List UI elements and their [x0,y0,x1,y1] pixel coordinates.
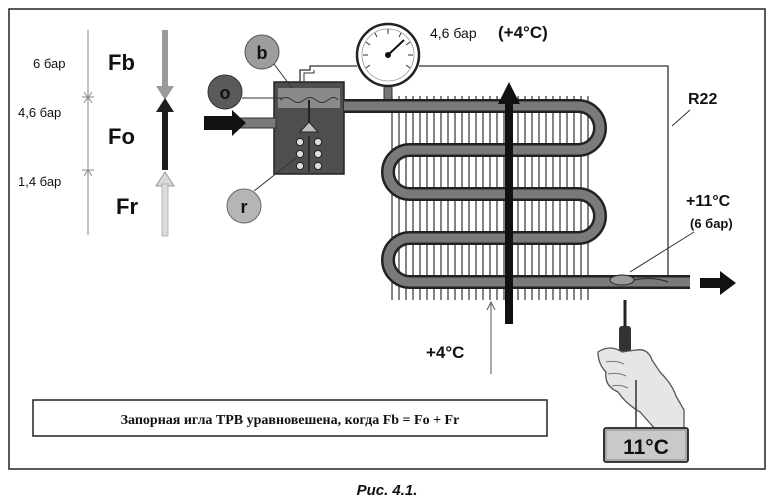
marker-o [207,74,243,110]
hand-icon [597,347,685,431]
force-fb-arrow [156,30,174,100]
marker-r [226,188,262,224]
sensing-bulb [609,231,695,286]
figure-caption: Рис. 4.1. [357,482,418,499]
expansion-valve [273,81,345,175]
pressure-scale: 6 бар 4,6 бар 1,4 бар [18,30,94,235]
inlet-flow-arrow [204,110,246,136]
bulb-temp-label: +11°C [686,193,731,210]
scale-label-fo: 4,6 бар [18,105,61,120]
condition-text: Запорная игла ТРВ уравновешена, когда Fb… [121,413,460,428]
bulb-pressure-label: (6 бар) [690,216,733,231]
force-fb-label: Fb [108,50,135,75]
scale-label-fr: 1,4 бар [18,174,61,189]
capillary-line [419,65,669,282]
air-flow-arrow [498,82,520,324]
force-fr-label: Fr [116,194,138,219]
force-fo-label: Fo [108,124,135,149]
inlet-pipe [204,110,277,136]
condition-box [32,399,548,437]
gauge-pressure-label: 4,6 бар [430,25,477,41]
marker-b [244,34,280,70]
force-fr-arrow [155,171,175,237]
scale-label-fb: 6 бар [33,56,65,71]
outlet-flow-arrow [700,271,736,295]
marker-b-label: b [257,43,268,63]
pressure-gauge [355,22,421,109]
marker-o-label: o [220,83,231,103]
force-fo-arrow [156,98,174,170]
refrigerant-label: R22 [688,91,717,108]
gauge-temp-label: (+4°C) [498,23,548,42]
thermometer-display: 11°C [603,427,689,463]
air-temp-label: +4°C [426,343,464,362]
marker-r-label: r [240,197,247,217]
thermometer-reading: 11°C [623,436,669,459]
